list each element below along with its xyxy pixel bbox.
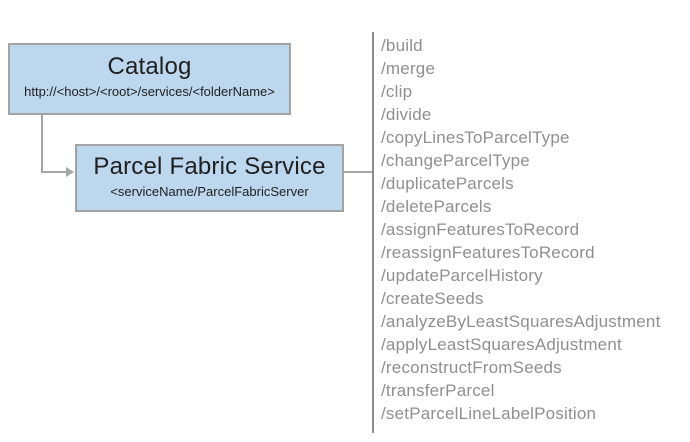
endpoint-item: /analyzeByLeastSquaresAdjustment [381, 312, 661, 331]
endpoint-item: /assignFeaturesToRecord [381, 220, 580, 239]
catalog-box: Catalog http://<host>/<root>/services/<f… [8, 43, 291, 115]
endpoint-item: /setParcelLineLabelPosition [381, 404, 597, 423]
endpoint-item: /deleteParcels [381, 197, 492, 216]
endpoint-item: /reassignFeaturesToRecord [381, 243, 595, 262]
endpoint-item: /updateParcelHistory [381, 266, 543, 285]
catalog-url: http://<host>/<root>/services/<folderNam… [24, 84, 275, 99]
endpoints-list: /build/merge/clip/divide/copyLinesToParc… [381, 34, 686, 425]
endpoint-item: /duplicateParcels [381, 174, 514, 193]
parcel-fabric-service-box: Parcel Fabric Service <serviceName/Parce… [75, 144, 344, 212]
catalog-connector-vertical-line [41, 115, 43, 173]
endpoint-item: /build [381, 36, 423, 55]
service-url: <serviceName/ParcelFabricServer [110, 184, 309, 199]
endpoint-item: /changeParcelType [381, 151, 530, 170]
endpoint-item: /clip [381, 82, 413, 101]
service-endpoints-connector-line [344, 171, 373, 173]
endpoint-item: /copyLinesToParcelType [381, 128, 570, 147]
endpoints-divider-line [372, 32, 374, 433]
arrow-right-icon [66, 167, 74, 177]
endpoint-item: /reconstructFromSeeds [381, 358, 562, 377]
endpoint-item: /merge [381, 59, 436, 78]
catalog-connector-horizontal-line [41, 171, 68, 173]
endpoint-item: /transferParcel [381, 381, 495, 400]
endpoint-item: /createSeeds [381, 289, 484, 308]
endpoint-item: /divide [381, 105, 432, 124]
service-title: Parcel Fabric Service [93, 153, 326, 180]
catalog-title: Catalog [107, 53, 192, 80]
endpoint-item: /applyLeastSquaresAdjustment [381, 335, 622, 354]
